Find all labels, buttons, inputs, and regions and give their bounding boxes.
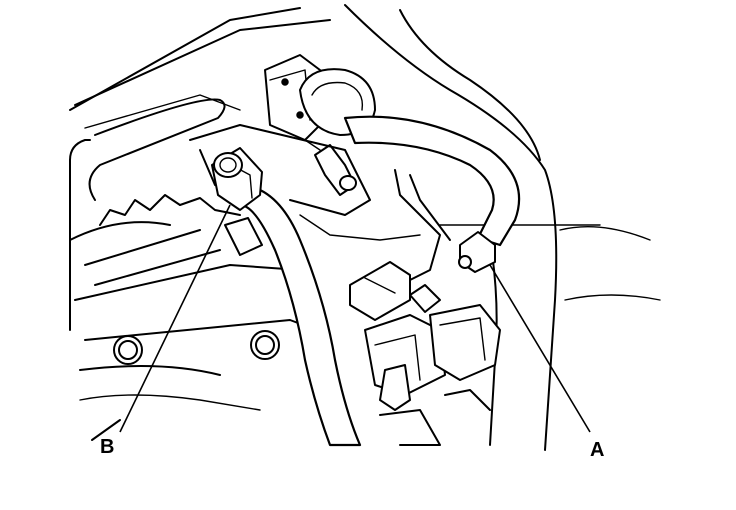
leader-line-a	[489, 264, 591, 433]
leader-line-b	[119, 204, 231, 433]
connectors	[349, 261, 501, 446]
callout-a: A	[590, 439, 604, 461]
hose-b	[211, 147, 362, 447]
callout-b: B	[100, 436, 114, 458]
engine-outline	[69, 7, 331, 441]
purge-valve	[264, 54, 521, 273]
small-fitting	[304, 139, 357, 196]
